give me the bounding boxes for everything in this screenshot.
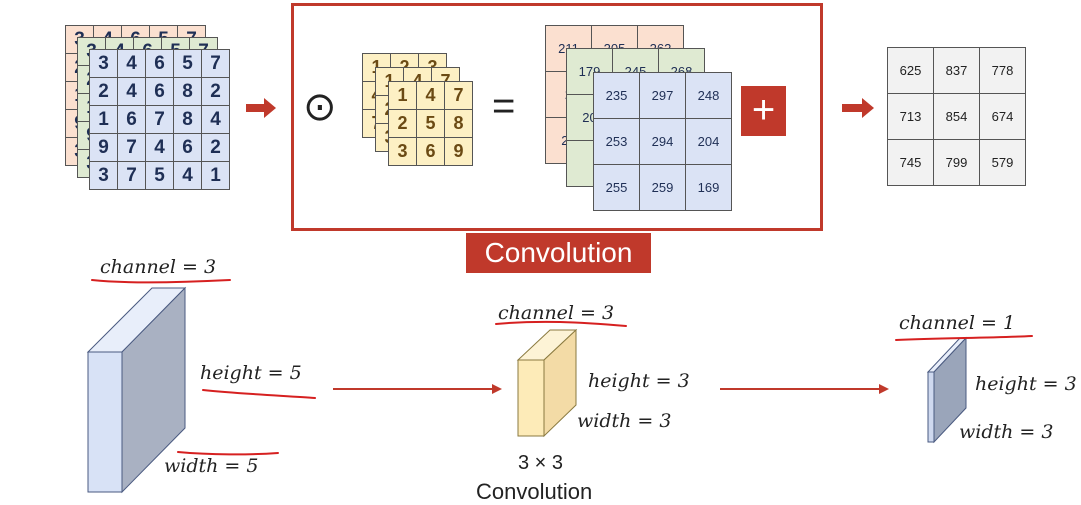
output-cell: 625 (887, 47, 934, 94)
output-cell: 674 (979, 93, 1026, 140)
input-cell: 3 (89, 161, 118, 190)
kernel-cell: 5 (416, 109, 445, 138)
kernel-cell: 8 (444, 109, 473, 138)
sum-plus-icon: + (741, 86, 786, 136)
input-cell: 5 (145, 161, 174, 190)
conv-result-cell: 169 (685, 164, 732, 211)
kernel-op-line2: Convolution (476, 479, 593, 504)
input-cell: 4 (201, 105, 230, 134)
equals-sign: = (492, 84, 516, 128)
input-cell: 9 (89, 133, 118, 162)
conv-result-cell: 255 (593, 164, 640, 211)
input-channel-label: channel = 3 (100, 256, 217, 278)
kernel-cell: 7 (444, 81, 473, 110)
input-cell: 1 (201, 161, 230, 190)
output-cell: 799 (933, 139, 980, 186)
output-cell: 579 (979, 139, 1026, 186)
output-cell: 778 (979, 47, 1026, 94)
output-cell: 837 (933, 47, 980, 94)
input-cell: 1 (89, 105, 118, 134)
convolution-box (291, 3, 823, 231)
kernel-cell: 6 (416, 137, 445, 166)
kernel-height-label: height = 3 (588, 370, 690, 392)
underline-marks (91, 279, 1033, 456)
arrow-input-to-kernel-icon (333, 384, 502, 394)
input-width-label: width = 5 (164, 455, 259, 477)
input-tensor-box (86, 286, 187, 494)
output-width-label: width = 3 (959, 421, 1054, 443)
input-cell: 2 (201, 77, 230, 106)
input-cell: 5 (173, 49, 202, 78)
kernel-width-label: width = 3 (577, 410, 672, 432)
input-cell: 4 (145, 133, 174, 162)
kernel-cell: 9 (444, 137, 473, 166)
conv-result-cell: 294 (639, 118, 686, 165)
input-cell: 7 (201, 49, 230, 78)
output-cell: 745 (887, 139, 934, 186)
arrow-kernel-to-output-icon (720, 384, 889, 394)
convolution-label: Convolution (466, 233, 651, 273)
kernel-cell: 2 (388, 109, 417, 138)
kernel-cell: 1 (388, 81, 417, 110)
input-cell: 6 (117, 105, 146, 134)
output-cell: 713 (887, 93, 934, 140)
kernel-tensor-box (516, 328, 578, 438)
output-cell: 854 (933, 93, 980, 140)
arrow-input-to-conv-icon (246, 98, 276, 118)
input-cell: 2 (201, 133, 230, 162)
kernel-op-line1: 3 × 3 (518, 452, 564, 474)
input-cell: 8 (173, 77, 202, 106)
input-cell: 6 (145, 49, 174, 78)
conv-result-cell: 204 (685, 118, 732, 165)
output-channel-label: channel = 1 (899, 312, 1016, 334)
input-cell: 6 (145, 77, 174, 106)
arrow-conv-to-output-icon (842, 98, 874, 118)
input-cell: 7 (117, 161, 146, 190)
conv-result-cell: 259 (639, 164, 686, 211)
input-cell: 7 (117, 133, 146, 162)
output-tensor-box (926, 336, 968, 444)
input-height-label: height = 5 (200, 362, 302, 384)
operator-symbol: ⊙ (303, 84, 337, 130)
input-cell: 4 (117, 77, 146, 106)
input-cell: 8 (173, 105, 202, 134)
kernel-cell: 3 (388, 137, 417, 166)
output-height-label: height = 3 (975, 373, 1077, 395)
input-cell: 6 (173, 133, 202, 162)
kernel-channel-label: channel = 3 (498, 302, 615, 324)
